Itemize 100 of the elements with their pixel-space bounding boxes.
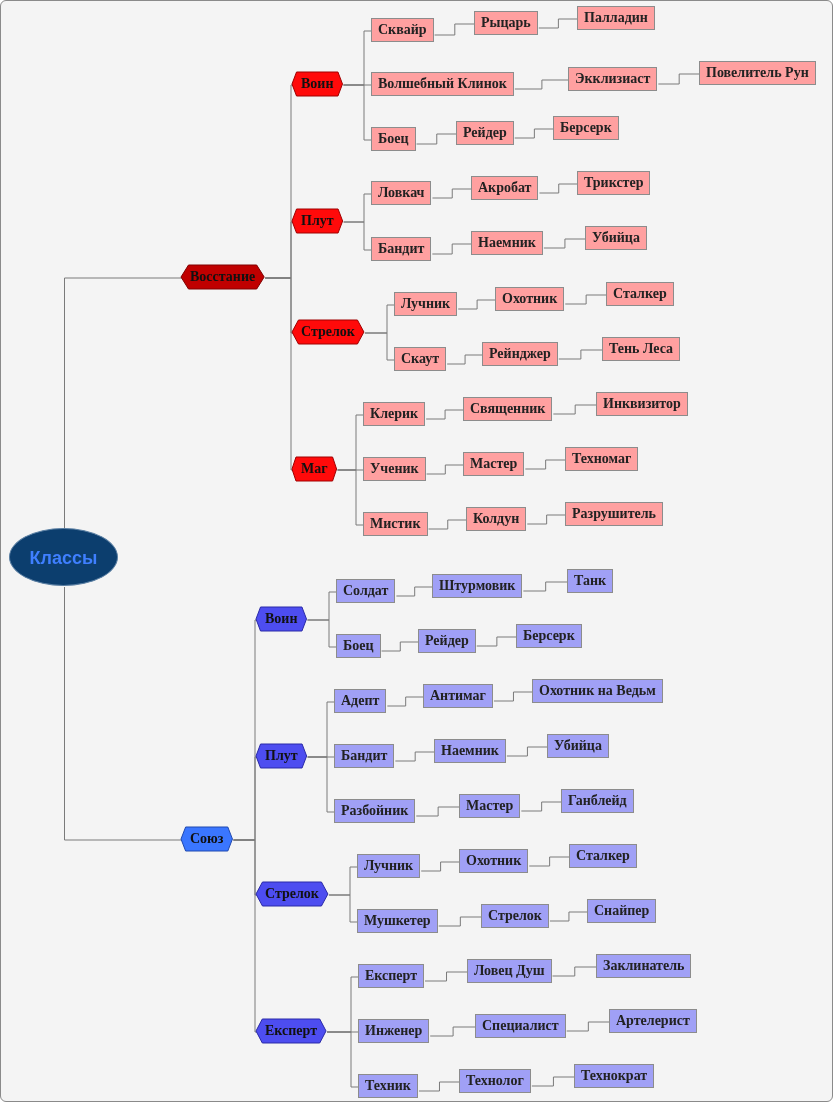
class-box: Боец [336,634,381,658]
class-box: Бандит [371,237,432,261]
faction-hexagon: Восстание [181,265,265,289]
class-box: Акробат [471,176,539,200]
class-box: Тень Леса [602,337,681,361]
connector-line [514,79,570,90]
class-box: Штурмовик [432,574,523,598]
class-box: Сталкер [569,844,637,868]
connector-line [381,641,420,652]
branch-hexagon: Плут [256,744,307,768]
connector-line [657,73,701,85]
class-box: Священник [463,397,553,421]
connector-line [418,1081,461,1092]
connector-line [446,354,484,365]
class-box: Берсерк [553,116,619,140]
connector-line [528,856,571,867]
connector-line [457,299,497,310]
connector-line [493,691,534,702]
class-box: Ганблейд [561,789,634,813]
class-box: Снайпер [587,899,657,923]
branch-hexagon: Маг [292,457,337,481]
class-box: Охотник [495,287,565,311]
class-box: Артелерист [609,1009,697,1033]
connector-line [307,756,336,813]
class-box: Заклинатель [596,954,692,978]
branch-hexagon: Стрелок [256,882,328,906]
root-ellipse: Классы [9,528,118,586]
connector-line [425,409,465,420]
class-box: Лучник [357,854,421,878]
class-box: Танк [567,569,614,593]
branch-hexagon: Плут [292,209,343,233]
connector-line [343,84,373,141]
class-box: Скаут [394,347,447,371]
connector-line [526,514,567,525]
connector-line [424,971,469,982]
connector-line [476,636,518,647]
connector-line [328,894,359,923]
connector-line [524,459,567,470]
class-box: Мистик [363,512,428,536]
class-box: Мастер [459,794,521,818]
class-box: Наемник [471,231,543,255]
branch-hexagon: Воин [292,72,343,96]
connector-line [394,751,436,762]
connector-line [564,294,608,305]
class-box: Разбойник [334,799,416,823]
connector-line [432,188,473,199]
connector-line [232,839,258,1033]
connector-line [64,586,183,841]
connector-line [415,806,461,817]
faction-hexagon: Союз [181,827,233,851]
branch-hexagon: Воин [256,607,307,631]
class-box: Охотник на Ведьм [532,679,663,703]
connector-line [395,586,434,597]
connector-line [539,183,579,194]
connector-line [307,619,338,648]
class-box: Експерт [358,964,425,988]
class-box: Сквайр [371,18,434,42]
class-box: Мастер [463,452,525,476]
class-box: Ловкач [371,181,432,205]
class-box: Инквизитор [596,392,688,416]
class-box: Адепт [334,689,387,713]
class-box: Убийца [585,226,647,250]
class-box: Техномаг [565,447,639,471]
class-box: Палладин [577,6,655,30]
class-box: Экклизиаст [568,67,658,91]
class-box: Разрушитель [565,502,663,526]
connector-line [558,349,604,360]
class-box: Ученик [363,457,426,481]
connector-line [64,277,183,530]
connector-line [364,332,396,361]
connector-line [416,133,458,145]
class-box: Сталкер [606,282,674,306]
branch-hexagon: Стрелок [292,320,364,344]
class-box: Техник [358,1074,418,1098]
class-box: Волшебный Клинок [371,72,514,96]
class-box: Солдат [336,579,396,603]
connector-line [434,23,476,36]
connector-line [343,221,373,251]
branch-hexagon: Експерт [256,1019,327,1043]
class-box: Рейдер [456,121,514,145]
connector-line [426,464,465,475]
class-box: Наемник [434,739,506,763]
connector-line [429,1026,477,1037]
class-box: Трикстер [577,171,651,195]
connector-line [326,1031,360,1088]
class-box: Боец [371,127,416,151]
connector-line [549,911,589,922]
class-box: Технолог [459,1069,531,1093]
connector-line [506,746,549,757]
connector-line [566,1021,611,1032]
connector-line [522,581,569,592]
class-box: Бандит [334,744,395,768]
connector-line [520,801,563,812]
connector-line [420,861,461,872]
class-box: Рейдер [418,629,476,653]
class-box: Специалист [475,1014,566,1038]
class-box: Повелитель Рун [699,61,816,85]
class-box: Рыцарь [474,11,538,35]
connector-line [514,128,555,139]
class-box: Убийца [547,734,609,758]
